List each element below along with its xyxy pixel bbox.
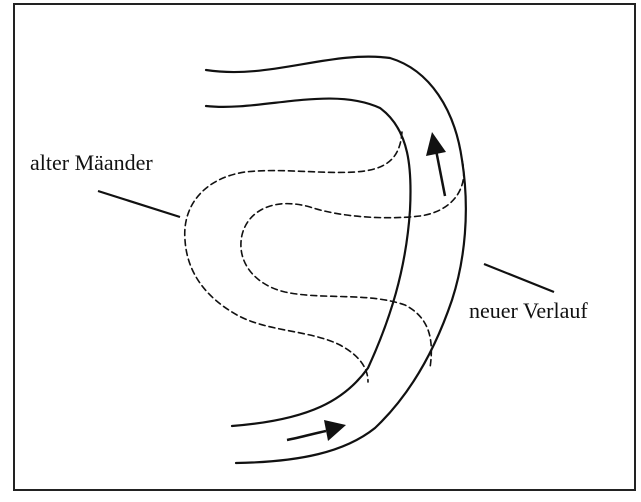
leader-line-new-course (484, 264, 554, 292)
flow-arrow-right-shaft (287, 431, 326, 440)
old-meander (185, 132, 464, 382)
diagram-frame (14, 4, 635, 490)
outer-bank (206, 57, 466, 463)
flow-arrows (287, 132, 446, 441)
old-meander-outer (185, 132, 402, 382)
flow-arrow-up-shaft (436, 150, 445, 196)
label-old-meander: alter Mäander (30, 150, 153, 175)
inner-bank (206, 99, 411, 426)
old-meander-inner (241, 160, 464, 368)
flow-arrow-right-head (324, 420, 346, 441)
label-new-course: neuer Verlauf (469, 298, 588, 323)
leader-line-old-meander (98, 191, 180, 217)
river-banks (206, 57, 466, 463)
flow-arrow-up-head (426, 132, 446, 156)
